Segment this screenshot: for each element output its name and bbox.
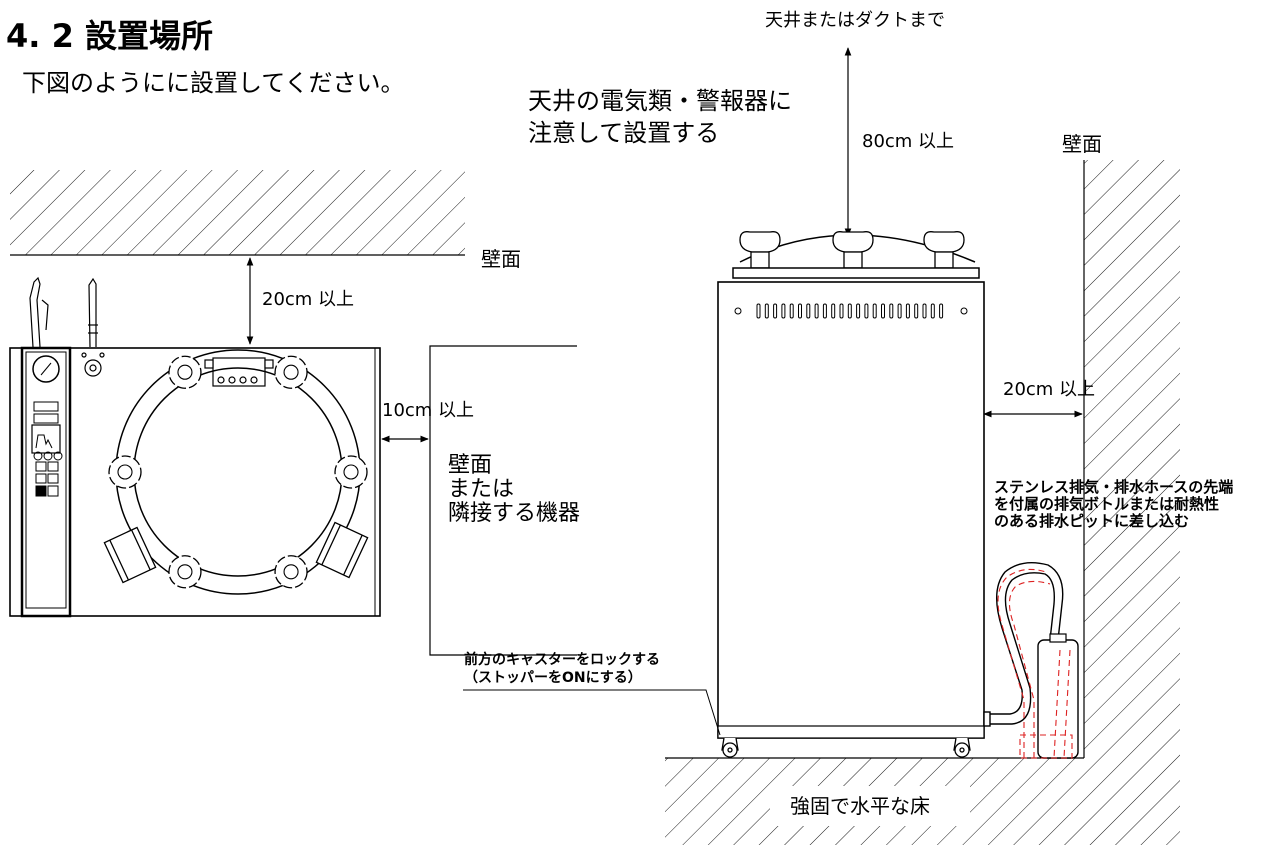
vent-slot: [847, 303, 852, 319]
lid-knob-icon: [168, 555, 202, 589]
vent-slot: [930, 303, 935, 319]
vent-slot: [864, 303, 869, 319]
drain-hose: [983, 562, 1064, 727]
lid-knob-icon: [274, 555, 308, 589]
floor-label: 強固で水平な床: [790, 794, 930, 818]
caster-leader-line: [463, 689, 721, 736]
vent-slot: [914, 303, 919, 319]
ceiling-note-line-1: 天井の電気類・警報器に: [528, 87, 792, 115]
exhaust-pipes: [29, 276, 98, 348]
vent-slot: [939, 303, 944, 319]
top-back-clearance-label: 20cm 以上: [262, 289, 355, 310]
exhaust-bottle: [1037, 633, 1079, 759]
lid-bracket: [204, 357, 274, 387]
lid-knob-icon: [274, 355, 308, 389]
hose-note-line-1: ステンレス排気・排水ホースの先端: [994, 478, 1234, 496]
valve-knob-icon: [81, 352, 105, 377]
top-view: [9, 170, 577, 656]
hinge-clamps: [103, 521, 369, 584]
vent-slot: [773, 303, 778, 319]
vent-slot: [872, 303, 877, 319]
lid-ring: [108, 349, 368, 595]
wall-clearance-label: 20cm 以上: [1003, 379, 1096, 400]
vent-slot: [806, 303, 811, 319]
vent-slot: [905, 303, 910, 319]
page-subtitle: 下図のようにに設置してください。: [22, 69, 405, 97]
floor-label-box: [770, 786, 970, 826]
vent-slot: [831, 303, 836, 319]
top-clearance-label: 80cm 以上: [862, 131, 955, 152]
caster-note-line-2: （ストッパーをONにする）: [464, 670, 642, 686]
ceiling-note-line-2: 注意して設置する: [528, 119, 720, 147]
top-side-wall-line-1: 壁面: [448, 453, 493, 478]
lid-rim: [732, 267, 980, 279]
hose-note-line-2: を付属の排気ボトルまたは耐熱性: [994, 495, 1220, 513]
vent-slot: [881, 303, 885, 319]
lid-knob-icon: [108, 455, 142, 489]
vent-slot: [839, 303, 844, 319]
top-side-clearance-label: 10cm 以上: [382, 400, 475, 421]
side-view: [463, 47, 1180, 845]
caster-note-line-1: 前方のキャスターをロックする: [464, 652, 660, 668]
casters: [721, 737, 971, 758]
top-side-wall-line-2: または: [448, 477, 515, 502]
page-title: 4. 2 設置場所: [6, 17, 213, 55]
vent-slot: [789, 303, 794, 319]
vent-slot: [764, 303, 769, 319]
lid-knobs: [108, 355, 368, 589]
vent-slot: [897, 303, 902, 319]
ceiling-target-label: 天井またはダクトまで: [765, 10, 945, 31]
vent-slot: [814, 303, 819, 319]
vent-slot: [756, 303, 761, 319]
vent-slot: [922, 303, 927, 319]
hose-note-line-3: のある排水ピットに差し込む: [994, 512, 1190, 530]
side-wall-label: 壁面: [1062, 132, 1102, 156]
pressure-gauge-icon: [32, 355, 60, 383]
top-wall-label: 壁面: [481, 247, 521, 271]
top-side-wall-line-3: 隣接する機器: [448, 501, 581, 526]
vent-slot: [781, 303, 786, 319]
vent-slot: [798, 303, 802, 319]
lid-top-knobs: [739, 231, 965, 269]
back-wall-hatch: [10, 170, 465, 255]
control-panel: [20, 346, 72, 618]
unit-body-side: [717, 281, 985, 739]
lid-knob-icon: [334, 455, 368, 489]
vent-slot: [822, 303, 827, 319]
internal-pipe-dashed: [997, 568, 1073, 759]
right-wall-hatch: [1084, 160, 1180, 758]
side-wall-outline: [429, 345, 577, 656]
lid-knob-icon: [168, 355, 202, 389]
vent-slot: [889, 303, 894, 319]
vent-slot: [856, 303, 861, 319]
vent-slots: [756, 303, 944, 319]
